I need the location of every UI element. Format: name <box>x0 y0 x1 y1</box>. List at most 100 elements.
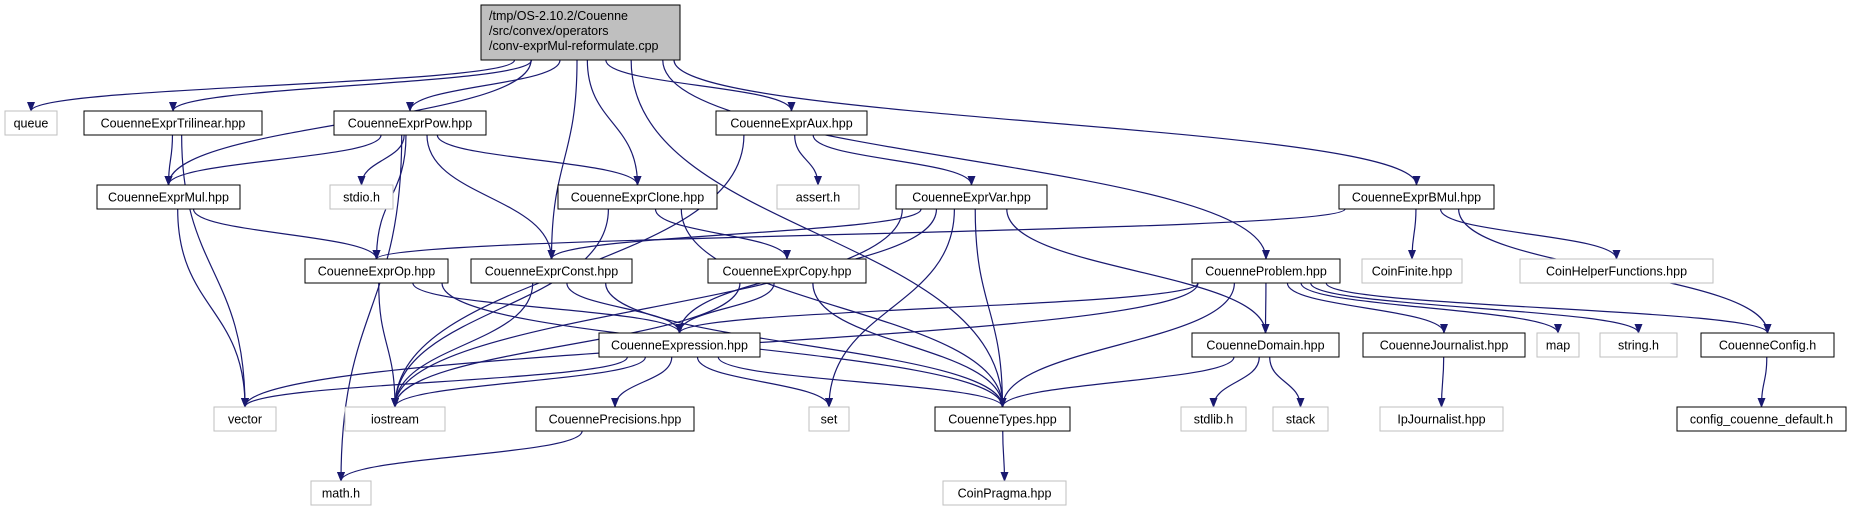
node-box-map <box>1536 332 1580 358</box>
node-bmul[interactable]: CouenneExprBMul.hpp <box>1338 184 1495 210</box>
edge-root-to-aux <box>605 59 796 112</box>
edge-aux-to-var <box>812 134 976 186</box>
edge-mul-to-vector <box>177 208 249 408</box>
node-label-root: /tmp/OS-2.10.2/Couenne <box>489 9 628 23</box>
edge-bmul-to-op <box>372 208 1346 260</box>
node-label-iostream: iostream <box>371 413 419 427</box>
node-root[interactable]: /tmp/OS-2.10.2/Couenne/src/convex/operat… <box>480 4 681 61</box>
node-box-trilinear <box>83 110 263 136</box>
node-box-config <box>1700 332 1835 358</box>
node-box-set <box>808 406 850 432</box>
node-iostream: iostream <box>344 406 446 432</box>
edge-types-to-pragma <box>1000 430 1009 482</box>
node-box-journalist <box>1362 332 1526 358</box>
node-const[interactable]: CouenneExprConst.hpp <box>470 258 633 284</box>
node-precisions[interactable]: CouennePrecisions.hpp <box>535 406 695 432</box>
node-label-ipjournalist: IpJournalist.hpp <box>1397 413 1485 427</box>
edge-root-to-pow <box>406 59 561 112</box>
edge-root-to-queue <box>27 59 516 112</box>
node-box-precisions <box>535 406 695 432</box>
node-aux[interactable]: CouenneExprAux.hpp <box>715 110 868 136</box>
node-box-problem <box>1191 258 1341 284</box>
node-op[interactable]: CouenneExprOp.hpp <box>304 258 449 284</box>
node-label-set: set <box>821 413 838 427</box>
node-domain[interactable]: CouenneDomain.hpp <box>1191 332 1340 358</box>
edge-domain-to-stdlib <box>1209 356 1260 408</box>
node-label-journalist: CouenneJournalist.hpp <box>1380 339 1509 353</box>
edge-var-to-types <box>974 208 1007 408</box>
edge-problem-to-string <box>1310 282 1643 334</box>
node-label-coinfinite: CoinFinite.hpp <box>1372 265 1453 279</box>
node-types[interactable]: CouenneTypes.hpp <box>934 406 1071 432</box>
node-label-mul: CouenneExprMul.hpp <box>108 191 229 205</box>
node-label-stdio: stdio.h <box>343 191 380 205</box>
edge-const-to-iostream <box>391 282 534 408</box>
node-trilinear[interactable]: CouenneExprTrilinear.hpp <box>83 110 263 136</box>
node-box-var <box>895 184 1048 210</box>
node-label-aux: CouenneExprAux.hpp <box>730 117 852 131</box>
node-box-domain <box>1191 332 1340 358</box>
node-box-root <box>480 4 681 61</box>
edge-pow-to-mul <box>164 134 382 186</box>
node-label-problem: CouenneProblem.hpp <box>1205 265 1327 279</box>
edge-copy-to-types <box>812 282 1007 408</box>
node-queue: queue <box>4 110 58 136</box>
node-box-iostream <box>344 406 446 432</box>
node-stdlib: stdlib.h <box>1180 406 1247 432</box>
edge-pow-to-math <box>337 134 403 482</box>
edge-var-to-iostream <box>391 208 903 408</box>
node-pragma: CoinPragma.hpp <box>942 480 1067 506</box>
node-stack: stack <box>1272 406 1329 432</box>
node-box-op <box>304 258 449 284</box>
node-layer: /tmp/OS-2.10.2/Couenne/src/convex/operat… <box>4 4 1847 506</box>
node-label-root: /conv-exprMul-reformulate.cpp <box>489 39 659 53</box>
node-mul[interactable]: CouenneExprMul.hpp <box>96 184 241 210</box>
node-box-types <box>934 406 1071 432</box>
edge-root-to-const <box>547 59 578 260</box>
node-box-coinhelper <box>1519 258 1714 284</box>
node-label-pragma: CoinPragma.hpp <box>958 487 1052 501</box>
node-label-pow: CouenneExprPow.hpp <box>348 117 472 131</box>
node-label-precisions: CouennePrecisions.hpp <box>549 413 682 427</box>
node-box-string <box>1599 332 1678 358</box>
node-label-copy: CouenneExprCopy.hpp <box>722 265 851 279</box>
node-clone[interactable]: CouenneExprClone.hpp <box>557 184 718 210</box>
edge-problem-to-config <box>1325 282 1772 334</box>
node-label-configdefault: config_couenne_default.h <box>1690 413 1833 427</box>
edge-root-to-bmul <box>673 59 1421 186</box>
edge-config-to-configdefault <box>1757 356 1768 408</box>
node-label-trilinear: CouenneExprTrilinear.hpp <box>101 117 246 131</box>
node-label-stdlib: stdlib.h <box>1194 413 1234 427</box>
node-label-map: map <box>1546 339 1570 353</box>
edge-problem-to-types <box>998 282 1235 408</box>
edge-expression-to-iostream <box>391 356 646 408</box>
node-label-clone: CouenneExprClone.hpp <box>571 191 704 205</box>
node-expression[interactable]: CouenneExpression.hpp <box>598 332 761 358</box>
node-configdefault[interactable]: config_couenne_default.h <box>1676 406 1847 432</box>
node-journalist[interactable]: CouenneJournalist.hpp <box>1362 332 1526 358</box>
node-config[interactable]: CouenneConfig.h <box>1700 332 1835 358</box>
node-box-copy <box>707 258 867 284</box>
edge-clone-to-copy <box>654 208 791 260</box>
edge-layer <box>27 59 1772 482</box>
node-pow[interactable]: CouenneExprPow.hpp <box>333 110 487 136</box>
node-label-domain: CouenneDomain.hpp <box>1206 339 1324 353</box>
node-label-config: CouenneConfig.h <box>1719 339 1816 353</box>
edge-precisions-to-math <box>337 430 583 482</box>
edge-pow-to-const <box>426 134 556 260</box>
node-label-var: CouenneExprVar.hpp <box>912 191 1031 205</box>
edge-bmul-to-coinhelper <box>1439 208 1621 260</box>
node-box-coinfinite <box>1361 258 1463 284</box>
edge-expression-to-set <box>696 356 833 408</box>
edge-clone-to-types <box>680 208 1007 408</box>
node-box-mul <box>96 184 241 210</box>
edge-var-to-set <box>825 208 955 408</box>
node-var[interactable]: CouenneExprVar.hpp <box>895 184 1048 210</box>
node-problem[interactable]: CouenneProblem.hpp <box>1191 258 1341 284</box>
edge-domain-to-types <box>998 356 1235 408</box>
node-box-configdefault <box>1676 406 1847 432</box>
edge-bmul-to-coinfinite <box>1408 208 1417 260</box>
node-copy[interactable]: CouenneExprCopy.hpp <box>707 258 867 284</box>
node-label-types: CouenneTypes.hpp <box>948 413 1056 427</box>
